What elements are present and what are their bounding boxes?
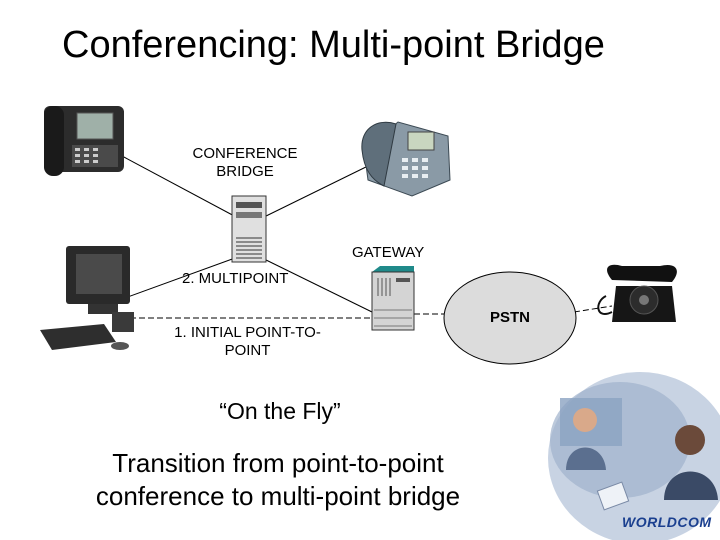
multipoint-label: 2. MULTIPOINT [182,270,289,287]
slide-subtitle-line2: conference to multi-point bridge [95,481,461,511]
line-bridge-to-gateway [261,257,373,313]
line-computer-to-bridge [124,257,236,299]
gateway-label: GATEWAY [352,244,425,261]
pstn-label: PSTN [489,309,530,326]
desk-phone-icon [361,121,451,197]
slide-title: Conferencing: Multi-point Bridge [62,24,605,66]
rotary-phone-icon [597,264,677,322]
computer-icon [40,246,134,350]
point-to-point-label-line1: 1. INITIAL POINT-TO- [174,324,321,341]
slide-subtitle-line1: Transition from point-to-point [112,448,444,478]
gateway-icon [371,266,415,331]
slide-subtitle: Transition from point-to-point conferenc… [66,447,490,513]
conference-bridge-label-line1: CONFERENCE [192,145,298,162]
dashed-line-pstn-to-phone [573,305,613,313]
line-deskphone-to-bridge [261,164,371,219]
on-the-fly-quote: “On the Fly” [219,398,341,424]
conference-bridge-label: CONFERENCE BRIDGE [180,145,310,181]
line-ipphone-to-bridge [121,155,239,219]
business-people-collage [548,372,720,540]
ip-phone-icon [44,106,124,176]
conference-bridge-label-line2: BRIDGE [216,163,274,180]
bridge-server-icon [231,195,267,263]
point-to-point-label-line2: POINT [224,342,271,359]
worldcom-logo: WORLDCOM [622,514,712,530]
pstn-cloud [443,271,577,365]
point-to-point-label: 1. INITIAL POINT-TO- POINT [150,324,345,360]
